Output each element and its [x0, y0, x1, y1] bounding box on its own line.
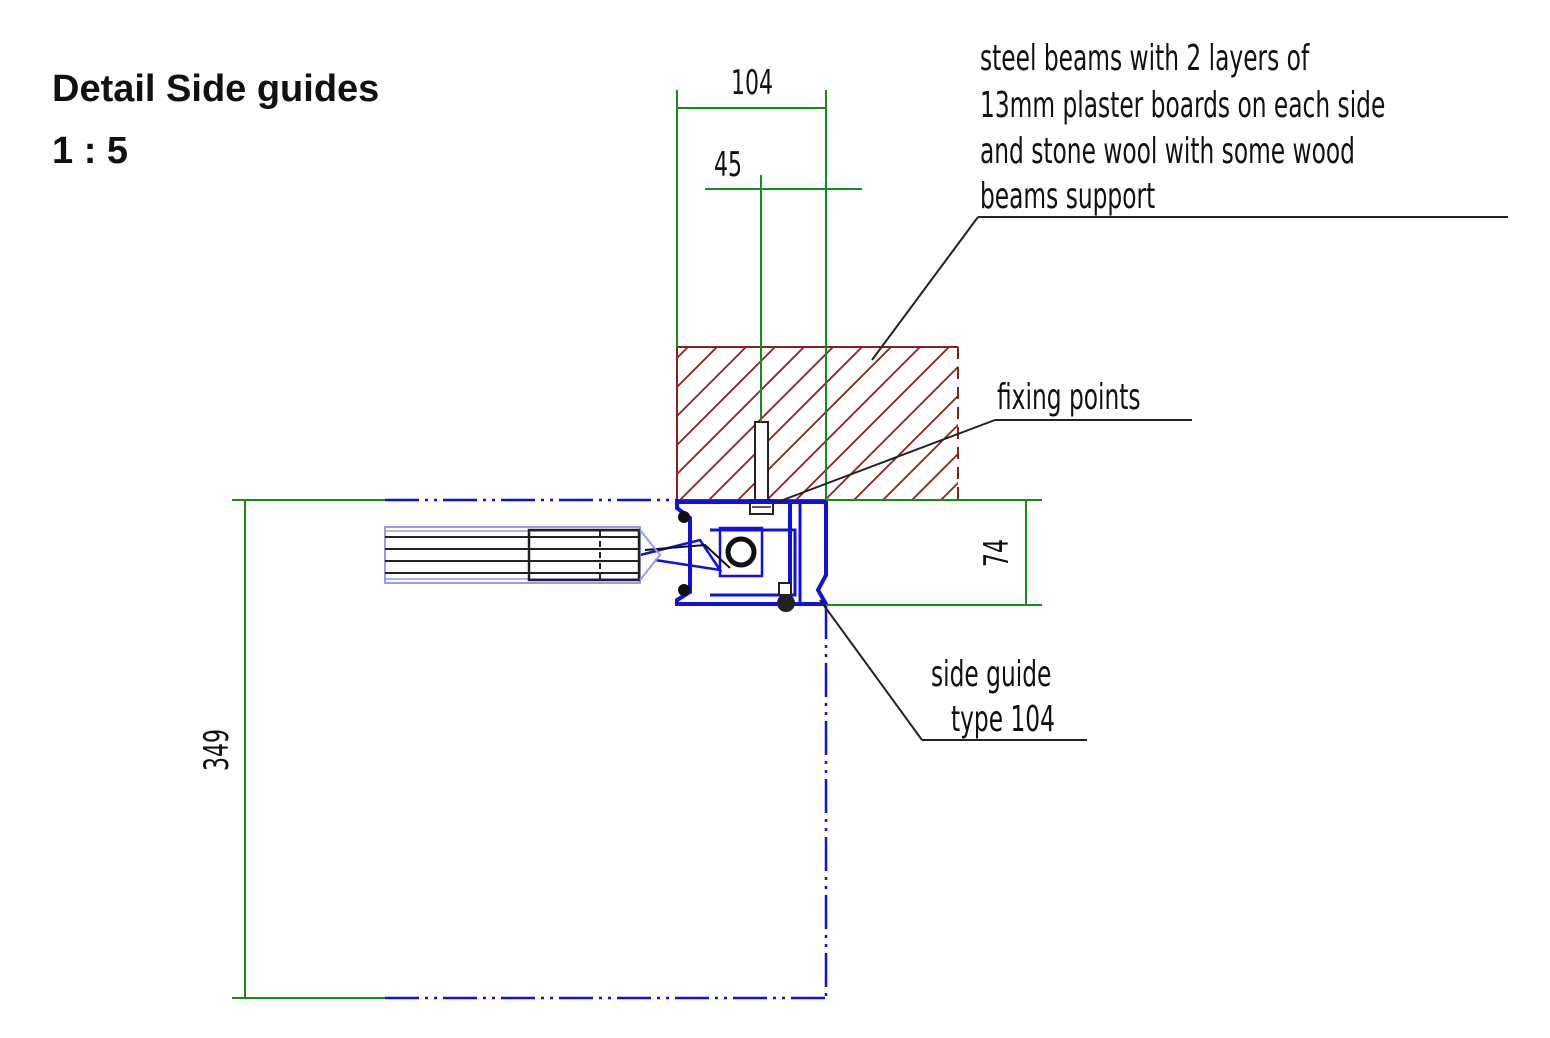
- hatch-line: [506, 347, 659, 500]
- dim-label-349: 349: [197, 729, 236, 771]
- note-side-guide-line-1: side guide: [931, 654, 1051, 695]
- opening-outline: [385, 498, 828, 1000]
- hatch-line: [1086, 347, 1239, 500]
- dimension-height-guide: 74: [826, 499, 1042, 606]
- hatch-line: [853, 394, 958, 500]
- hatch-line: [677, 347, 747, 418]
- hatch-line: [708, 347, 863, 500]
- dim-label-74: 74: [977, 539, 1016, 567]
- dim-label-104: 104: [731, 63, 773, 102]
- note-fixing-points: fixing points: [997, 377, 1141, 418]
- side-guide-profile: [639, 500, 830, 612]
- hatch-line: [999, 347, 1152, 500]
- leader-wall-note: steel beams with 2 layers of 13mm plaste…: [871, 38, 1508, 361]
- dimension-height-total: 349: [197, 499, 385, 999]
- hatch-line: [677, 347, 805, 476]
- note-wall-line-4: beams support: [980, 176, 1155, 217]
- hatch-line: [882, 423, 958, 500]
- wall-section: [477, 346, 1297, 501]
- hatch-line: [677, 347, 718, 389]
- leader-side-guide: side guide type 104: [819, 599, 1087, 741]
- note-wall-line-2: 13mm plaster boards on each side: [980, 85, 1385, 126]
- hatch-line: [824, 365, 958, 500]
- hatch-line: [911, 452, 958, 500]
- hatch-line: [970, 347, 1123, 500]
- note-side-guide-line-2: type 104: [951, 699, 1055, 740]
- dim-label-45: 45: [714, 145, 742, 184]
- hatch-line: [766, 347, 921, 500]
- dimension-width-partial: 45: [705, 145, 862, 422]
- hatch-line: [1115, 347, 1268, 500]
- hatch-line: [677, 347, 689, 360]
- dimension-width-total: 104: [676, 63, 827, 500]
- drawing-scale: 1 : 5: [52, 130, 128, 172]
- hatch-line: [1028, 347, 1181, 500]
- hatch-line: [1144, 347, 1297, 500]
- hatch-line: [677, 347, 776, 447]
- note-wall-line-1: steel beams with 2 layers of: [980, 38, 1310, 79]
- leader-fixing-points: fixing points: [774, 377, 1192, 504]
- hatch-line: [1057, 347, 1210, 500]
- curtain-leaf: [384, 526, 662, 584]
- hatch-line: [795, 347, 950, 500]
- hatch-line: [477, 347, 630, 500]
- drawing-title: Detail Side guides: [52, 68, 379, 110]
- hatch-line: [940, 481, 958, 500]
- note-wall-line-3: and stone wool with some wood: [980, 131, 1355, 172]
